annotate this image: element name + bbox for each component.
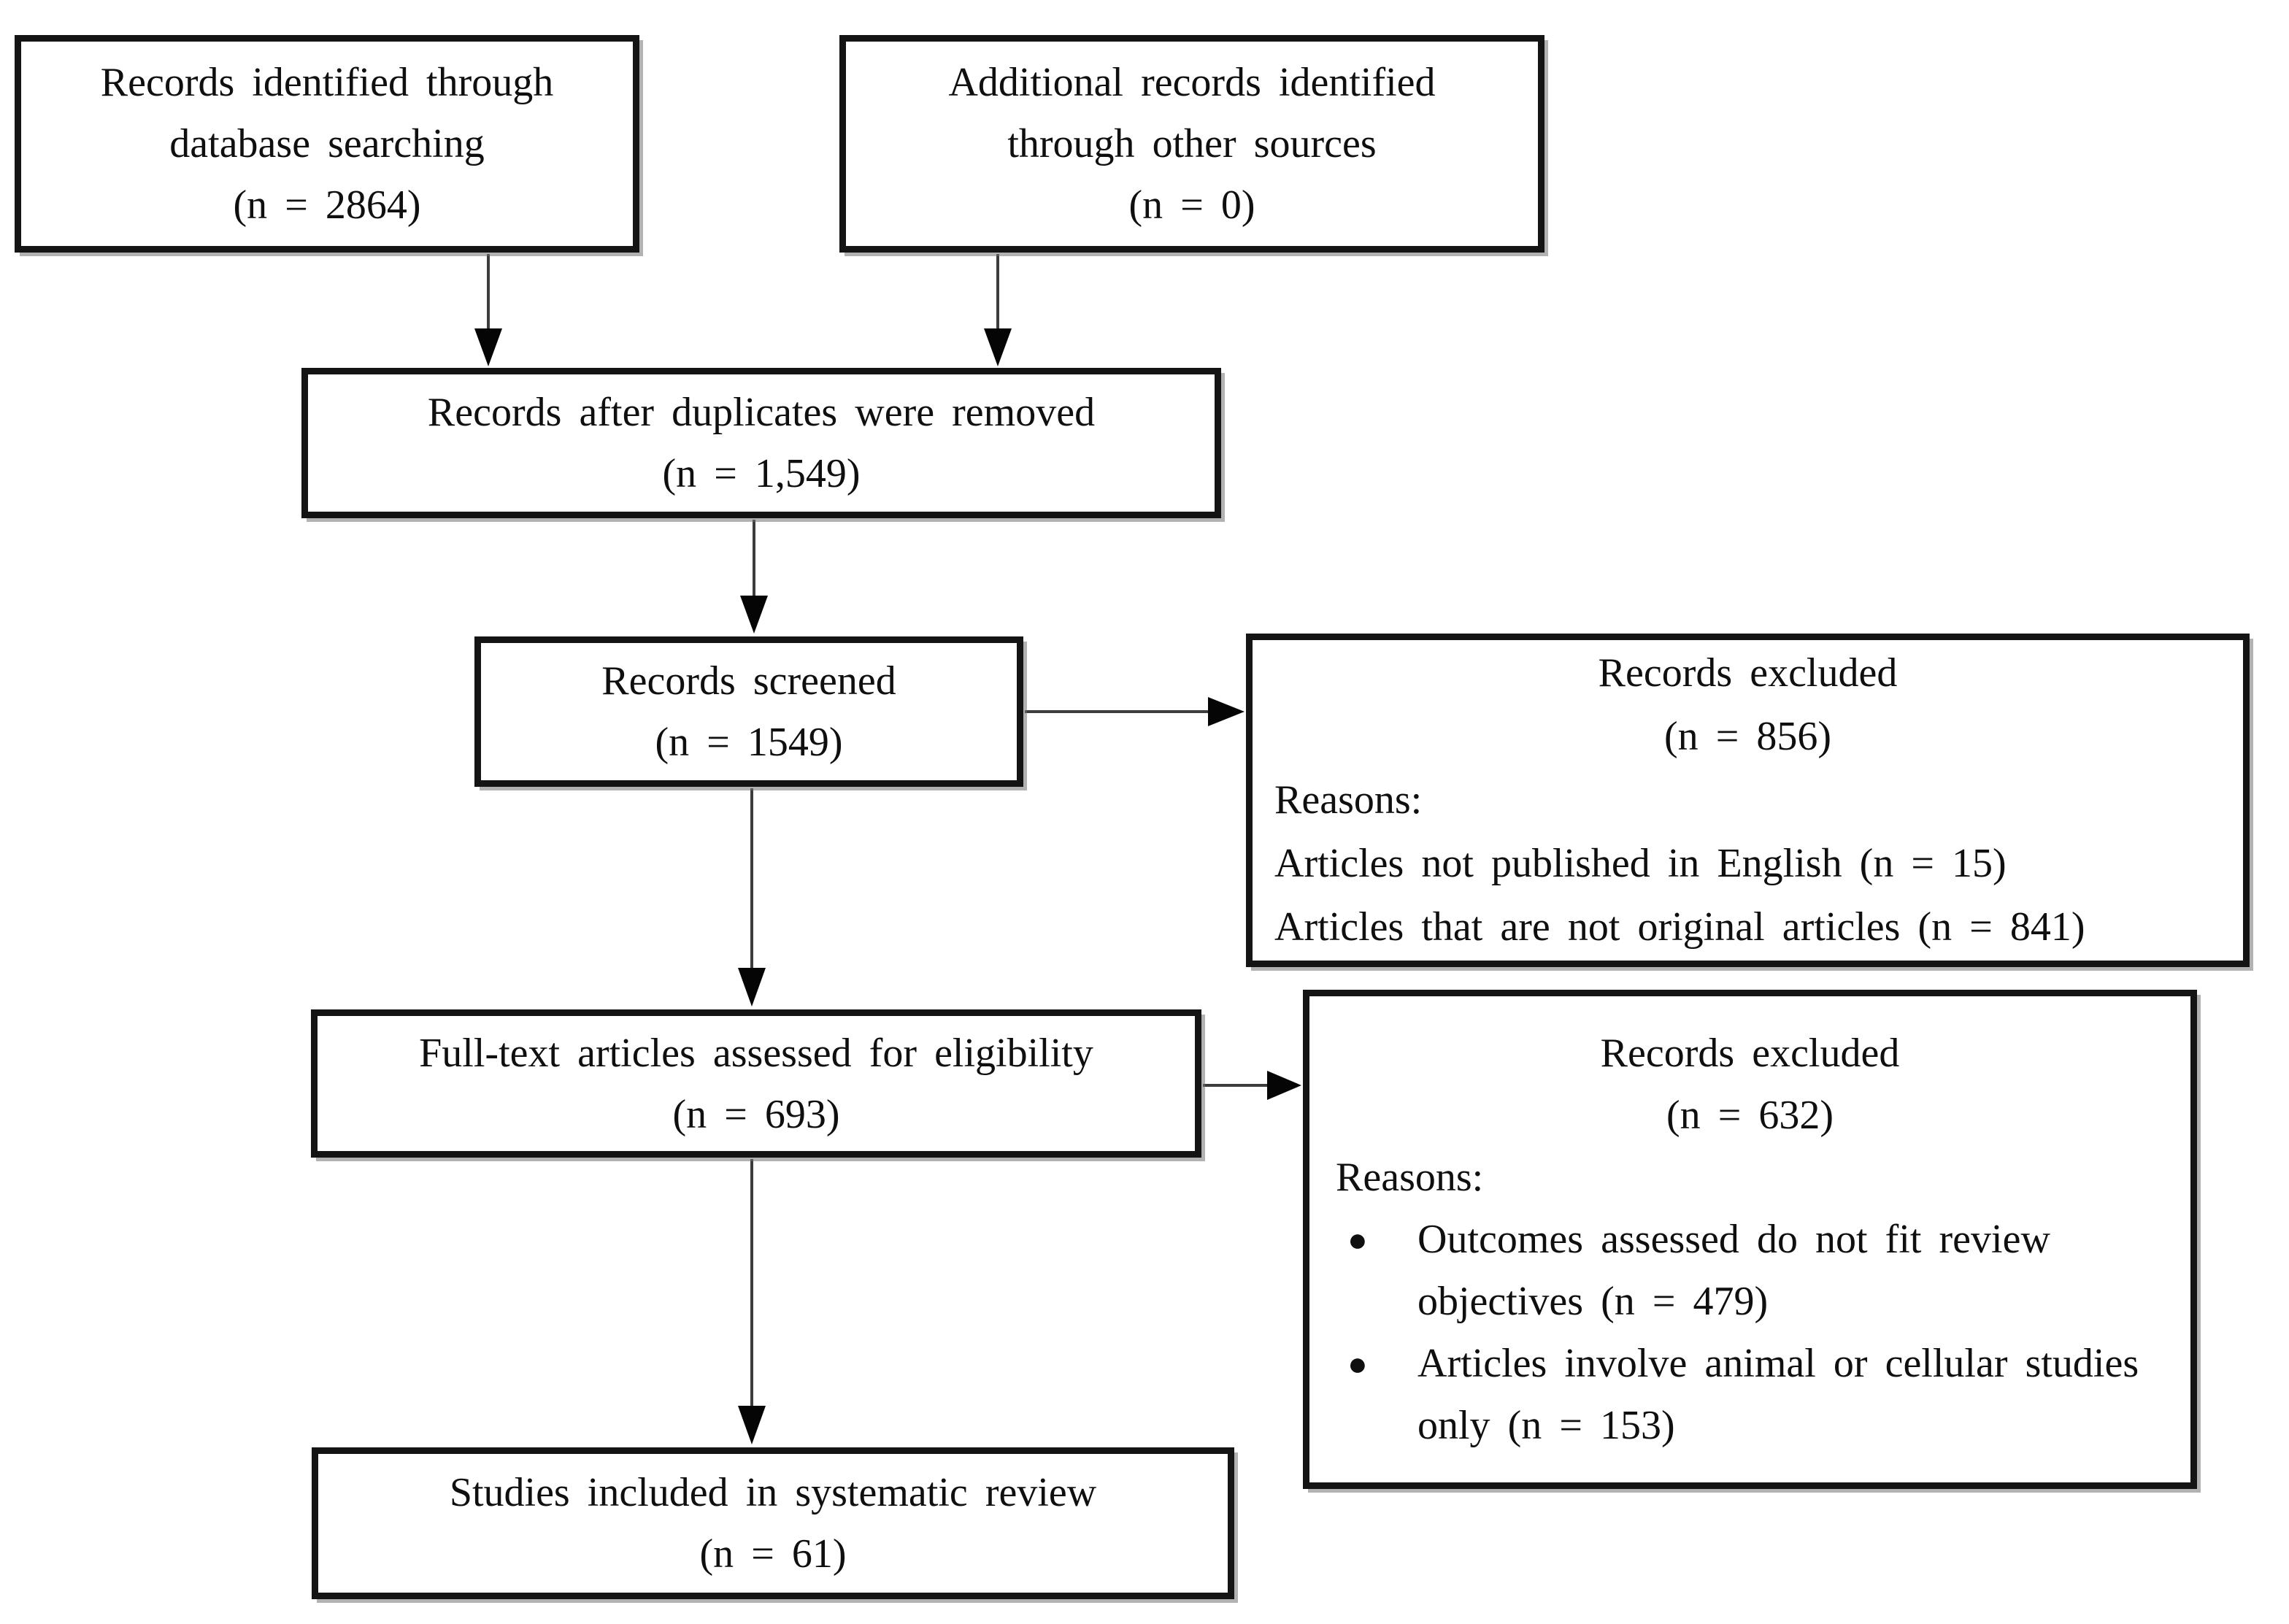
box-records-excluded-screening-title: Records excluded (1598, 650, 1898, 696)
reason-bullet-item: ● Outcomes assessed do not fit review ob… (1347, 1209, 2190, 1333)
arrow-additional-to-deduplicated (984, 254, 1012, 366)
box-studies-included-count: (n = 61) (699, 1531, 847, 1577)
box-records-after-duplicates-count: (n = 1,549) (662, 451, 861, 496)
box-records-screened: Records screened (n = 1549) (474, 636, 1023, 787)
box-records-excluded-fulltext-count: (n = 632) (1666, 1092, 1834, 1138)
arrow-fulltext-to-excluded (1203, 1071, 1301, 1100)
box-records-identified-count: (n = 2864) (233, 182, 421, 228)
box-studies-included-line1: Studies included in systematic review (449, 1470, 1097, 1515)
box-additional-records-line2: through other sources (1007, 121, 1377, 166)
reason-item: Articles involve animal or cellular stud… (1417, 1340, 2139, 1448)
box-records-excluded-fulltext-title: Records excluded (1600, 1030, 1900, 1076)
box-records-after-duplicates-line1: Records after duplicates were removed (427, 390, 1096, 435)
bullet-icon: ● (1347, 1344, 1368, 1382)
box-records-identified: Records identified through database sear… (15, 35, 639, 253)
box-records-screened-count: (n = 1549) (655, 720, 843, 765)
reason-bullet-item: ● Articles involve animal or cellular st… (1347, 1333, 2190, 1457)
arrow-screened-to-fulltext (738, 788, 766, 1007)
box-records-excluded-screening: Records excluded (n = 856) Reasons: Arti… (1246, 634, 2250, 967)
reason-item: Outcomes assessed do not fit review obje… (1417, 1216, 2050, 1324)
box-records-excluded-screening-reasons: Reasons: Articles not published in Engli… (1253, 769, 2243, 959)
reasons-label: Reasons: (1274, 777, 1423, 823)
arrow-screened-to-excluded (1025, 697, 1244, 726)
box-fulltext-assessed: Full-text articles assessed for eligibil… (311, 1009, 1201, 1158)
box-records-identified-line1: Records identified through (100, 60, 554, 105)
box-studies-included: Studies included in systematic review (n… (312, 1447, 1234, 1599)
box-additional-records: Additional records identified through ot… (839, 35, 1544, 253)
arrow-identified-to-deduplicated (474, 254, 502, 366)
box-additional-records-line1: Additional records identified (948, 60, 1436, 105)
box-additional-records-count: (n = 0) (1128, 182, 1255, 228)
bullet-icon: ● (1347, 1220, 1368, 1258)
box-fulltext-assessed-line1: Full-text articles assessed for eligibil… (419, 1030, 1093, 1076)
reason-item: Articles that are not original articles … (1274, 904, 2085, 950)
box-fulltext-assessed-count: (n = 693) (672, 1091, 840, 1137)
box-records-identified-line2: database searching (169, 121, 485, 166)
arrow-fulltext-to-included (738, 1159, 766, 1444)
box-records-excluded-screening-count: (n = 856) (1663, 714, 1832, 759)
box-records-after-duplicates: Records after duplicates were removed (n… (301, 368, 1221, 518)
box-records-screened-line1: Records screened (601, 658, 896, 704)
reasons-label: Reasons: (1336, 1154, 1484, 1200)
arrow-deduplicated-to-screened (740, 520, 768, 634)
box-records-excluded-fulltext: Records excluded (n = 632) Reasons: ● Ou… (1303, 990, 2197, 1489)
reason-item: Articles not published in English (n = 1… (1274, 841, 2007, 886)
